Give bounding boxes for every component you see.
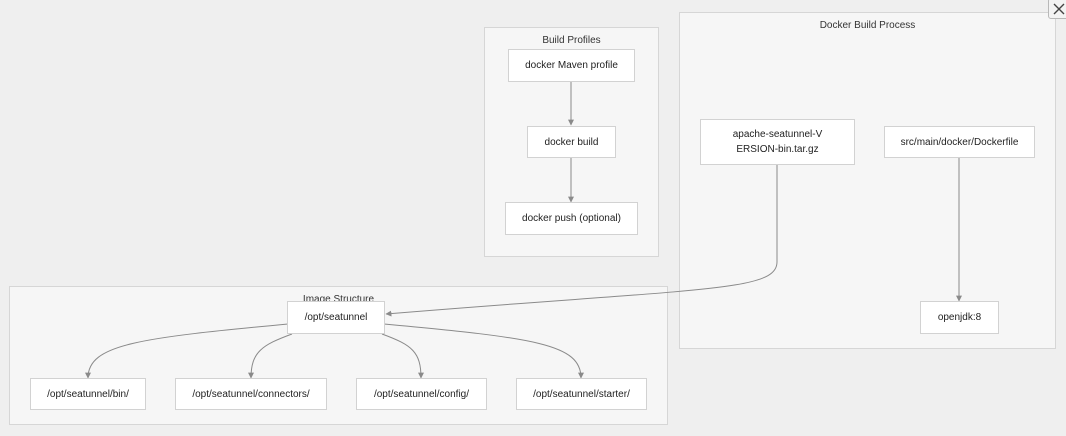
node-docker-push: docker push (optional) [505,202,638,235]
node-docker-build: docker build [527,126,616,158]
node-opt-seatunnel-config: /opt/seatunnel/config/ [356,378,487,410]
node-tarball: apache-seatunnel-VERSION-bin.tar.gz [700,119,855,165]
node-opt-seatunnel-bin: /opt/seatunnel/bin/ [30,378,146,410]
node-dockerfile: src/main/docker/Dockerfile [884,126,1035,158]
node-opt-seatunnel-connectors: /opt/seatunnel/connectors/ [175,378,327,410]
node-openjdk: openjdk:8 [920,301,999,334]
node-opt-seatunnel: /opt/seatunnel [287,301,385,334]
close-button[interactable] [1048,0,1066,19]
node-docker-maven-profile: docker Maven profile [508,49,635,82]
node-opt-seatunnel-starter: /opt/seatunnel/starter/ [516,378,647,410]
cluster-title-build-profiles: Build Profiles [542,35,601,46]
cluster-docker-build-process: Docker Build Process [679,12,1056,349]
close-icon [1053,3,1065,14]
cluster-title-image-structure: Image Structure [302,294,375,305]
cluster-title-docker-build-process: Docker Build Process [819,20,916,31]
